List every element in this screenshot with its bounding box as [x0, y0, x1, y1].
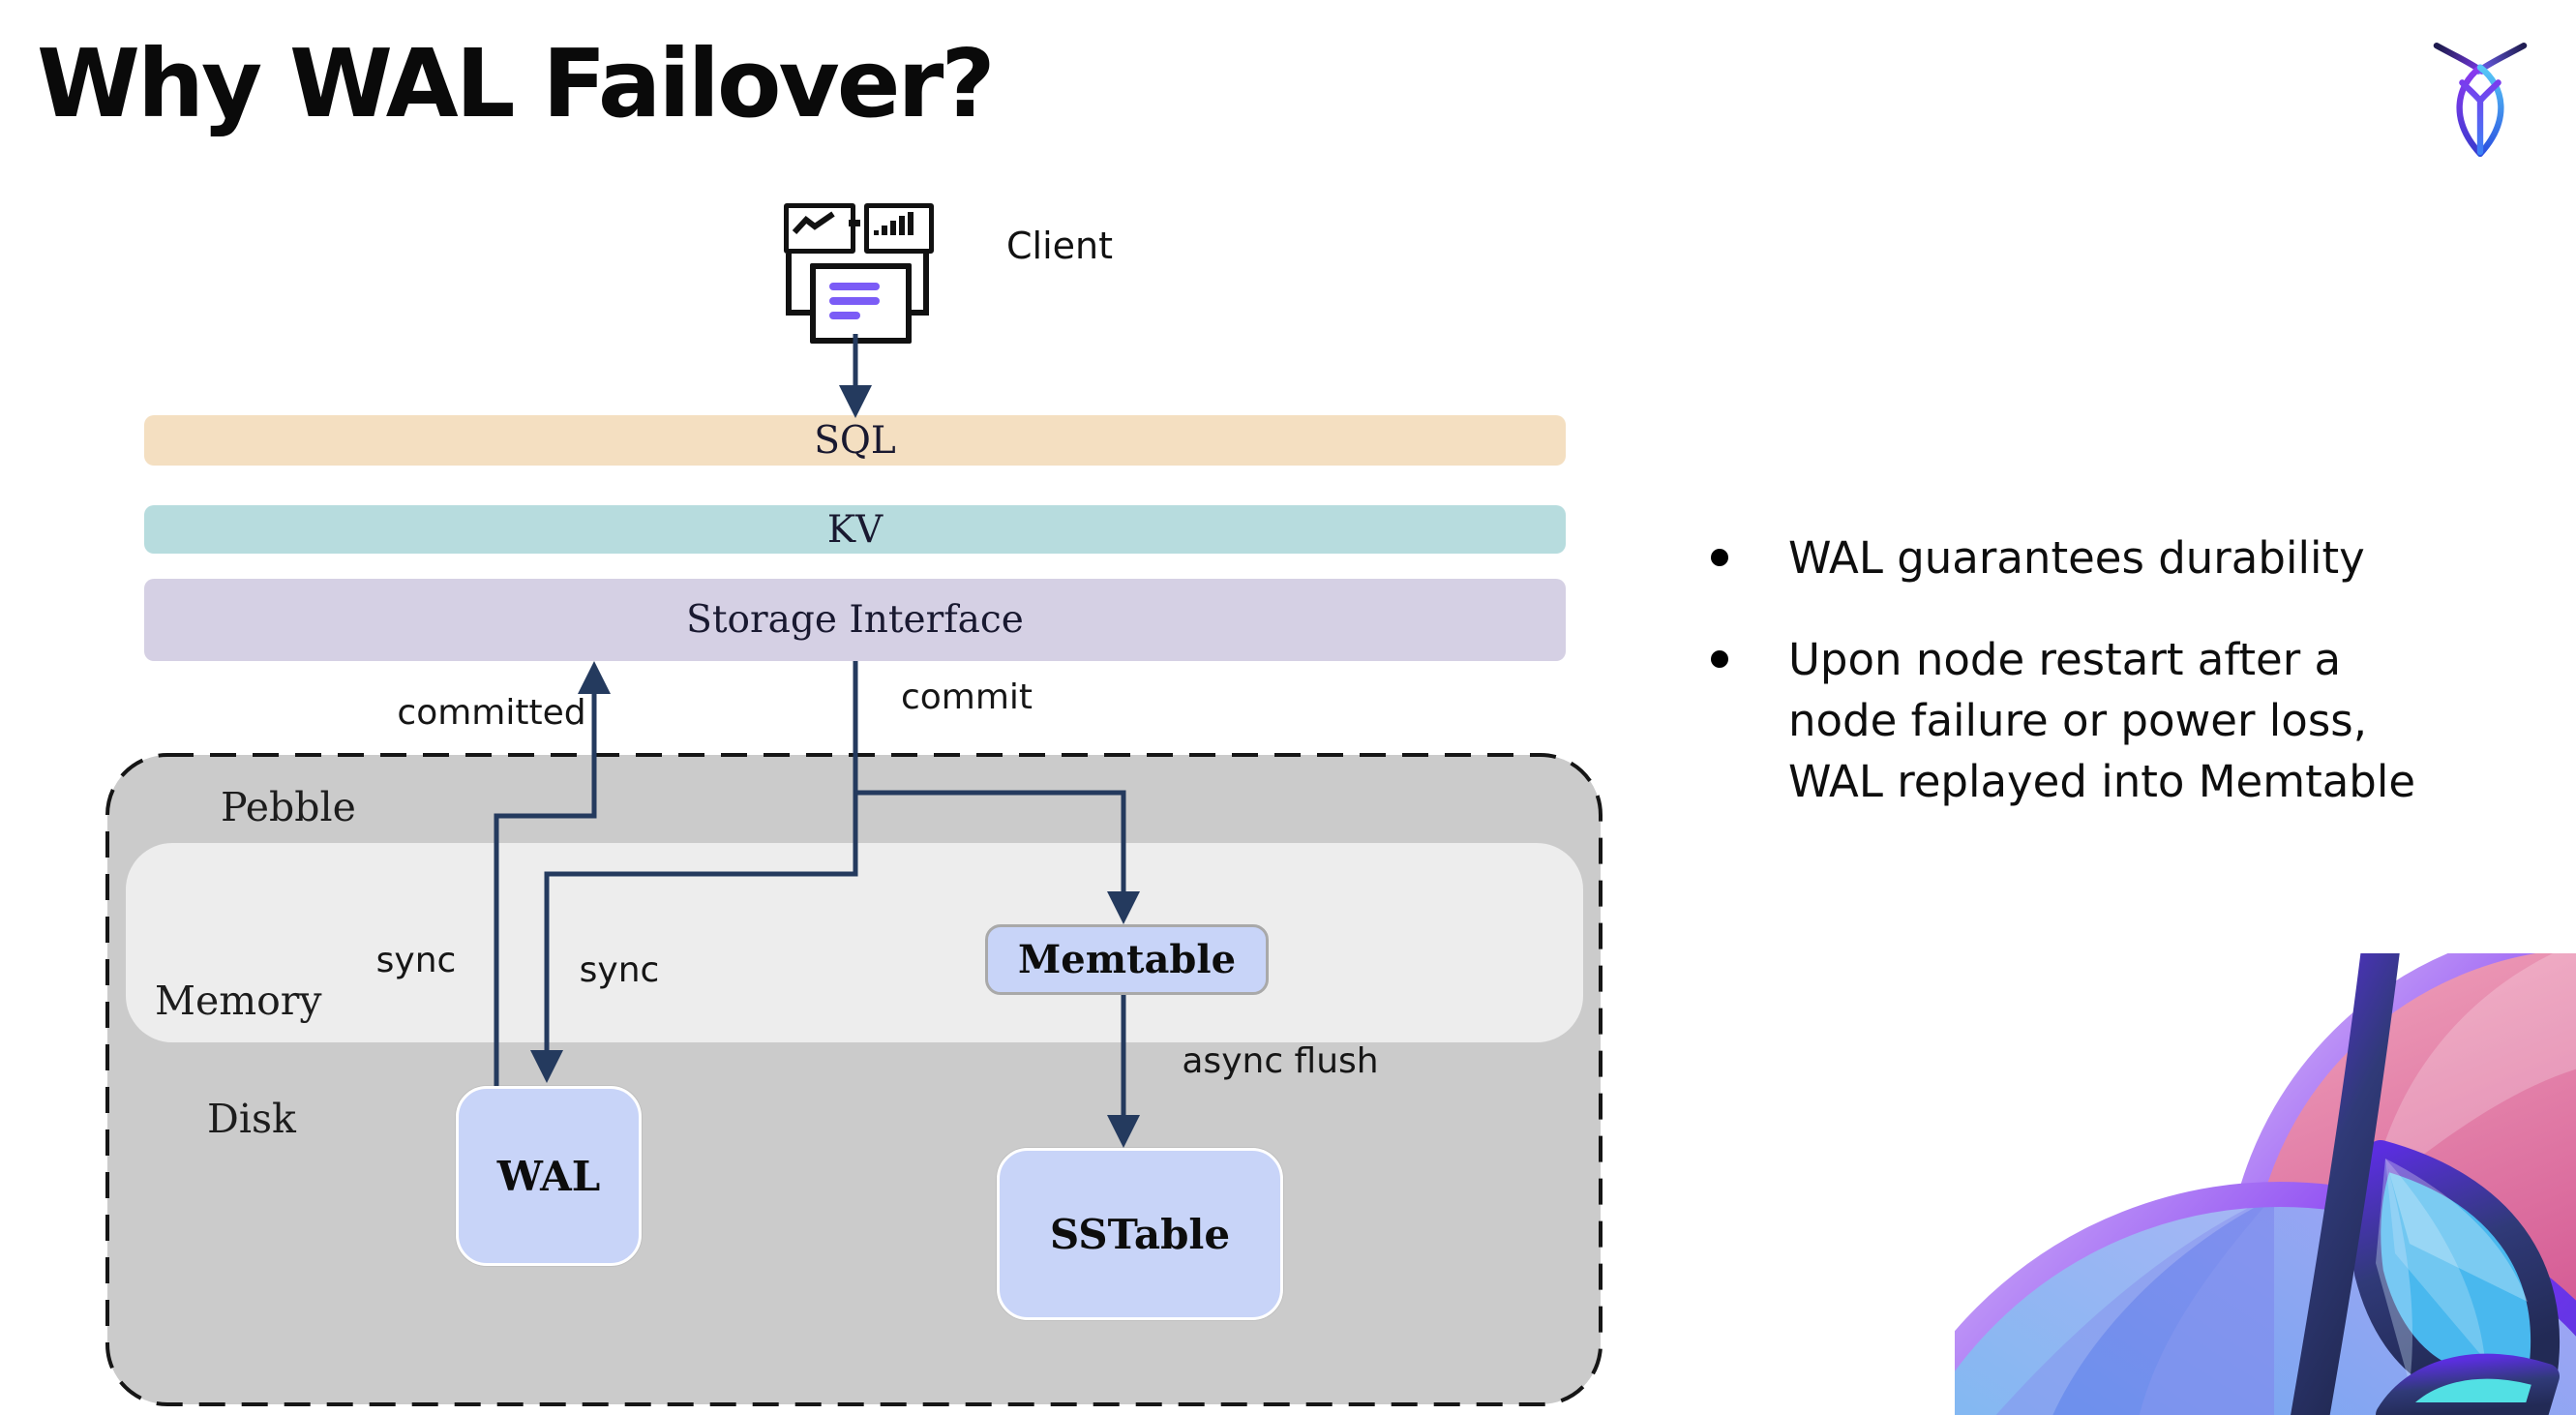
bracket-right-icon — [900, 254, 929, 316]
client-label: Client — [1006, 225, 1114, 267]
bullet-text: WAL guarantees durability — [1788, 532, 2365, 584]
arrowheads — [530, 385, 1140, 1148]
pebble-label: Pebble — [221, 784, 356, 830]
document-icon — [810, 263, 912, 344]
bullet-dot-icon — [1711, 549, 1728, 566]
icon-connector-dash — [849, 220, 860, 226]
wal-label: WAL — [496, 1152, 601, 1200]
wal-box: WAL — [456, 1086, 642, 1266]
bar-chart-icon — [864, 203, 934, 254]
line-chart-icon — [784, 203, 855, 254]
async-flush-edge-label: async flush — [1182, 1041, 1379, 1081]
cockroachdb-logo-icon — [2433, 42, 2528, 158]
layer-kv: KV — [144, 505, 1566, 554]
disk-zone-label: Disk — [207, 1096, 296, 1142]
sstable-box: SSTable — [997, 1148, 1283, 1320]
layer-kv-label: KV — [826, 507, 884, 552]
commit-to-memtable-arrow — [855, 790, 1126, 892]
layer-storage-interface: Storage Interface — [144, 579, 1566, 661]
sync-right-edge-label: sync — [579, 950, 660, 990]
committed-arrow — [494, 693, 597, 1086]
bracket-left-icon — [786, 254, 815, 316]
memory-zone-label: Memory — [155, 978, 322, 1024]
bullet-item: Upon node restart after a node failure o… — [1711, 629, 2562, 812]
sstable-label: SSTable — [1049, 1210, 1231, 1258]
bullet-list: WAL guarantees durability Upon node rest… — [1711, 527, 2562, 812]
sync-left-edge-label: sync — [375, 941, 457, 980]
memory-band — [126, 843, 1583, 1042]
page-title: Why WAL Failover? — [37, 29, 996, 138]
bullet-dot-icon — [1711, 650, 1728, 668]
layer-sql-label: SQL — [814, 418, 896, 463]
committed-edge-label: committed — [397, 693, 586, 733]
cockroach-brand-art — [1955, 953, 2576, 1415]
bullet-item: WAL guarantees durability — [1711, 527, 2562, 588]
memtable-label: Memtable — [1017, 937, 1237, 982]
bullet-text: Upon node restart after a node failure o… — [1788, 634, 2416, 807]
layer-storage-interface-label: Storage Interface — [686, 598, 1024, 642]
memtable-box: Memtable — [985, 924, 1269, 995]
layer-sql: SQL — [144, 415, 1566, 466]
commit-edge-label: commit — [900, 677, 1033, 717]
